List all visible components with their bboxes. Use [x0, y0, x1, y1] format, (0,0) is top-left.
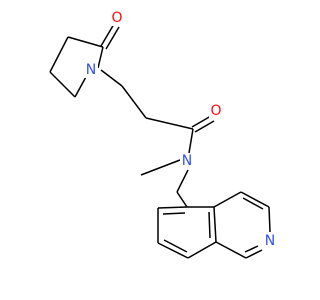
- bond-amide-co-1: [191, 115, 212, 128]
- bond-carbonyl-1: [100, 23, 115, 47]
- bond-inner-n2-c1: [244, 245, 259, 253]
- bond-c8-c7: [157, 242, 189, 259]
- bond-c4a-c4: [213, 191, 242, 208]
- bond-ch2-c5: [176, 191, 188, 208]
- bond-c4-c3: [240, 191, 270, 208]
- molecule-structure-drawing: O N O N N: [49, 10, 277, 259]
- pyrrolidinone-ring: [49, 23, 120, 98]
- lactam-oxygen-label: O: [111, 10, 122, 26]
- atom-bg-isoquinoline-nitrogen: [263, 233, 277, 249]
- bond-ring-c4-n: [74, 74, 88, 98]
- atom-labels: O N O N N: [84, 10, 277, 249]
- bond-c3-n2: [268, 206, 271, 233]
- bond-ring-c3-c4: [49, 71, 76, 98]
- bond-ch2-co: [145, 117, 194, 130]
- bond-amide-co-2: [194, 120, 215, 133]
- bond-ring-c2-c3: [49, 36, 69, 73]
- bond-ring-n-c5: [97, 46, 104, 69]
- atom-bg-lactam-oxygen: [110, 10, 124, 26]
- amide-oxygen-label: O: [210, 103, 221, 119]
- isoquinoline-nitrogen-label: N: [265, 233, 275, 249]
- bond-co-n: [188, 128, 194, 154]
- bond-inner-c6-c5: [162, 212, 186, 215]
- bond-c6-c5: [157, 206, 188, 209]
- bond-carbonyl-2: [105, 26, 120, 50]
- amide-nitrogen-label: N: [182, 153, 192, 169]
- bond-ch2-ch2: [121, 85, 147, 119]
- bond-inner-c4a-c8a: [208, 211, 211, 239]
- bond-c4a-c8a: [213, 206, 217, 243]
- bond-n-ch2-benzyl: [176, 169, 189, 193]
- propanoyl-chain: [100, 69, 215, 193]
- bond-inner-c7-c8: [163, 239, 188, 253]
- bond-c1-c8a: [215, 241, 247, 259]
- bond-n2-c1: [245, 249, 263, 259]
- atom-bg-amide-oxygen: [209, 103, 223, 119]
- isoquinoline-ring: [157, 191, 271, 259]
- bond-ring-c1-c2: [67, 36, 104, 48]
- atom-bg-amide-nitrogen: [180, 153, 194, 169]
- atom-bg-pyrrolidinone-nitrogen: [84, 62, 98, 78]
- bond-n-methyl: [140, 159, 181, 176]
- bond-c8a-c8: [187, 241, 217, 259]
- bond-n-ch2: [100, 69, 123, 87]
- bond-inner-c4-c3: [242, 197, 264, 210]
- pyrrolidinone-nitrogen-label: N: [86, 62, 96, 78]
